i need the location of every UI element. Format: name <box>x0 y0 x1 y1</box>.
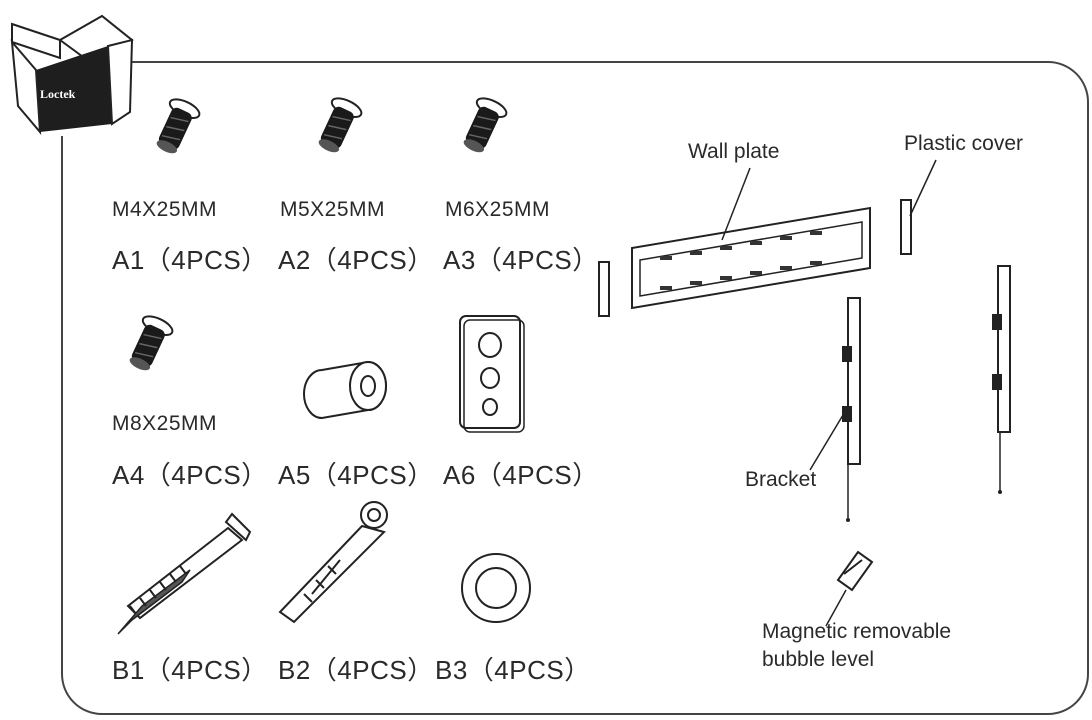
bracket-leader <box>809 409 847 471</box>
brand-logo: Loctek <box>40 87 76 101</box>
a1-code-label: A1（4PCS） <box>112 245 268 275</box>
plastic-cover-leader <box>909 159 937 217</box>
a6-code-label: A6（4PCS） <box>443 460 599 490</box>
plate-a6-icon <box>459 315 525 433</box>
bracket-label: Bracket <box>745 468 817 491</box>
lag-bolt-b1-icon <box>117 512 252 635</box>
b1-code-label: B1（4PCS） <box>112 655 268 685</box>
screw-a2-icon <box>311 93 366 159</box>
a4-code-label: A4（4PCS） <box>112 460 268 490</box>
bubble-level-label-line1: Magnetic removable <box>762 620 952 643</box>
wall-plate-label: Wall plate <box>688 140 780 163</box>
bubble-level-label-line2: bubble level <box>762 648 875 671</box>
a1-size-label: M4X25MM <box>112 198 218 221</box>
bubble-level-leader <box>825 589 847 627</box>
washer-b3-icon <box>461 553 531 623</box>
spacer-a5-icon <box>303 360 387 420</box>
bracket-right-icon <box>992 265 1011 494</box>
wall-plate-icon <box>631 206 871 310</box>
a2-size-label: M5X25MM <box>280 198 386 221</box>
a2-code-label: A2（4PCS） <box>278 245 434 275</box>
diagram-frame <box>61 61 1089 715</box>
b2-code-label: B2（4PCS） <box>278 655 434 685</box>
plastic-cover-left-icon <box>598 261 610 317</box>
bubble-level-icon <box>836 550 874 592</box>
screw-a4-icon <box>122 311 177 377</box>
a5-code-label: A5（4PCS） <box>278 460 434 490</box>
plastic-cover-right-icon <box>900 199 912 255</box>
a4-size-label: M8X25MM <box>112 412 218 435</box>
wall-anchor-b2-icon <box>278 501 388 624</box>
b3-code-label: B3（4PCS） <box>435 655 591 685</box>
wall-plate-leader <box>721 167 751 241</box>
a3-size-label: M6X25MM <box>445 198 551 221</box>
bracket-left-icon <box>842 297 861 522</box>
screw-a3-icon <box>456 93 511 159</box>
a3-code-label: A3（4PCS） <box>443 245 599 275</box>
screw-a1-icon <box>149 94 204 160</box>
box-icon <box>8 14 134 136</box>
plastic-cover-label: Plastic cover <box>904 132 1024 155</box>
